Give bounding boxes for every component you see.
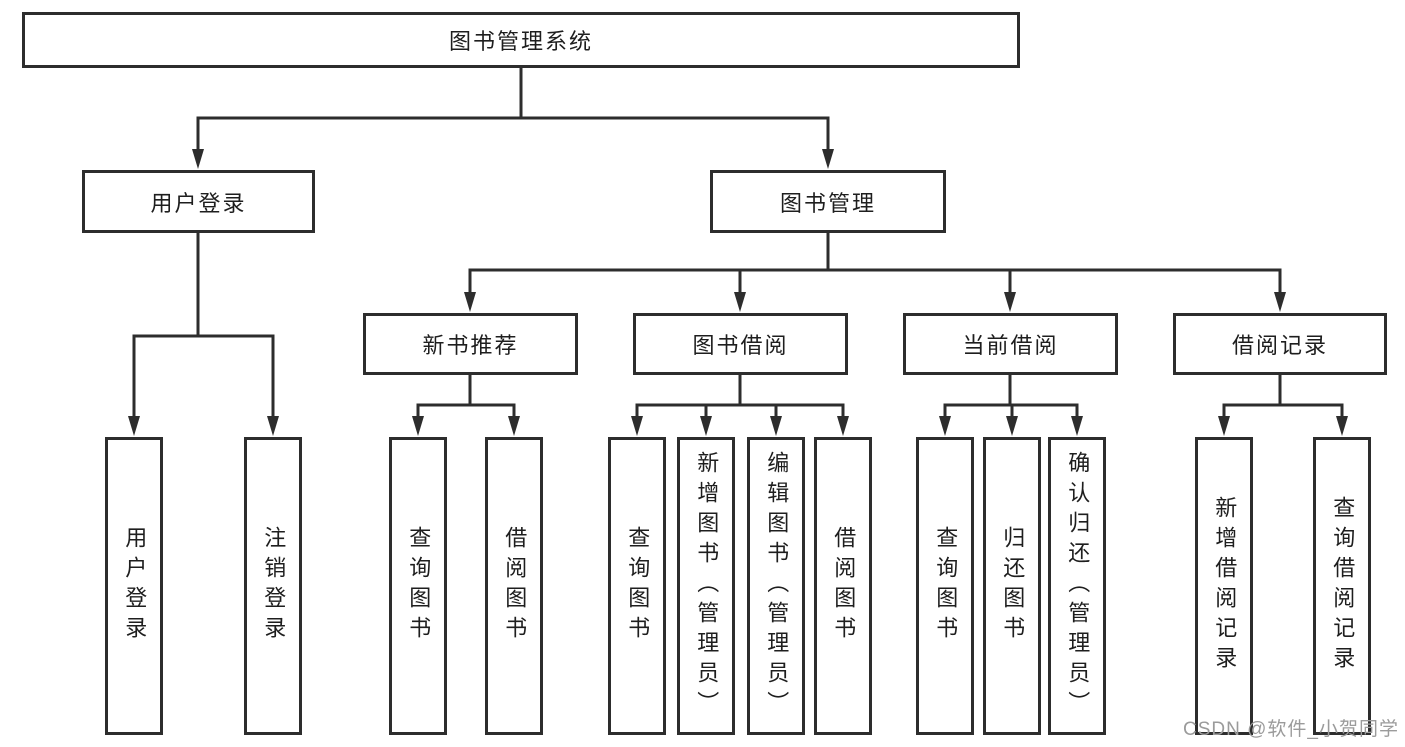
node-root-label: 图书管理系统 bbox=[448, 29, 593, 54]
csdn-watermark: CSDN @软件_小贺同学 bbox=[1183, 719, 1399, 740]
leaf-query-book-2: 查询图书 bbox=[608, 437, 666, 735]
leaf-add-book-admin: 新增图书（管理员） bbox=[677, 437, 735, 735]
leaf-add-book-admin-label: 新增图书（管理员） bbox=[694, 451, 720, 721]
node-book-borrow: 图书借阅 bbox=[633, 313, 848, 375]
leaf-edit-book-admin: 编辑图书（管理员） bbox=[747, 437, 805, 735]
node-current-borrow: 当前借阅 bbox=[903, 313, 1118, 375]
leaf-return-book-label: 归还图书 bbox=[1000, 526, 1026, 646]
node-user-login-label: 用户登录 bbox=[150, 190, 247, 216]
connector-newbook-to-leaves bbox=[416, 375, 516, 419]
connector-root-to-level2 bbox=[196, 68, 830, 151]
leaf-logout: 注销登录 bbox=[244, 437, 302, 735]
connector-bookmgmt-to-level3 bbox=[468, 233, 1282, 295]
leaf-user-login: 用户登录 bbox=[105, 437, 163, 735]
leaf-return-book: 归还图书 bbox=[983, 437, 1041, 735]
connector-userlogin-to-leaves bbox=[132, 233, 275, 419]
leaf-query-borrow-record: 查询借阅记录 bbox=[1313, 437, 1371, 735]
node-book-management: 图书管理 bbox=[710, 170, 946, 233]
leaf-query-book-3: 查询图书 bbox=[916, 437, 974, 735]
node-borrow-record: 借阅记录 bbox=[1173, 313, 1387, 375]
node-new-book-recommend: 新书推荐 bbox=[363, 313, 578, 375]
leaf-add-borrow-record: 新增借阅记录 bbox=[1195, 437, 1253, 735]
node-current-borrow-label: 当前借阅 bbox=[962, 333, 1059, 358]
node-borrow-record-label: 借阅记录 bbox=[1231, 333, 1328, 358]
node-user-login: 用户登录 bbox=[82, 170, 315, 233]
leaf-query-book-2-label: 查询图书 bbox=[625, 526, 651, 646]
leaf-add-borrow-record-label: 新增借阅记录 bbox=[1212, 496, 1238, 676]
connector-borrow-to-leaves bbox=[635, 375, 845, 419]
leaf-user-login-label: 用户登录 bbox=[122, 526, 148, 646]
leaf-query-book-3-label: 查询图书 bbox=[933, 526, 959, 646]
node-root: 图书管理系统 bbox=[22, 12, 1020, 68]
leaf-borrow-book-2-label: 借阅图书 bbox=[831, 526, 857, 646]
connector-record-to-leaves bbox=[1222, 375, 1344, 419]
leaf-query-book-1: 查询图书 bbox=[389, 437, 447, 735]
leaf-confirm-return-admin: 确认归还（管理员） bbox=[1048, 437, 1106, 735]
node-book-borrow-label: 图书借阅 bbox=[692, 333, 789, 358]
leaf-logout-label: 注销登录 bbox=[261, 526, 287, 646]
leaf-query-book-1-label: 查询图书 bbox=[406, 526, 432, 646]
node-book-management-label: 图书管理 bbox=[779, 190, 876, 216]
leaf-borrow-book-2: 借阅图书 bbox=[814, 437, 872, 735]
leaf-borrow-book-1-label: 借阅图书 bbox=[502, 526, 528, 646]
arrowheads bbox=[128, 149, 1348, 436]
leaf-borrow-book-1: 借阅图书 bbox=[485, 437, 543, 735]
connector-current-to-leaves bbox=[943, 375, 1079, 419]
leaf-confirm-return-admin-label: 确认归还（管理员） bbox=[1065, 451, 1091, 721]
leaf-edit-book-admin-label: 编辑图书（管理员） bbox=[764, 451, 790, 721]
leaf-query-borrow-record-label: 查询借阅记录 bbox=[1330, 496, 1356, 676]
node-new-book-recommend-label: 新书推荐 bbox=[422, 333, 519, 358]
